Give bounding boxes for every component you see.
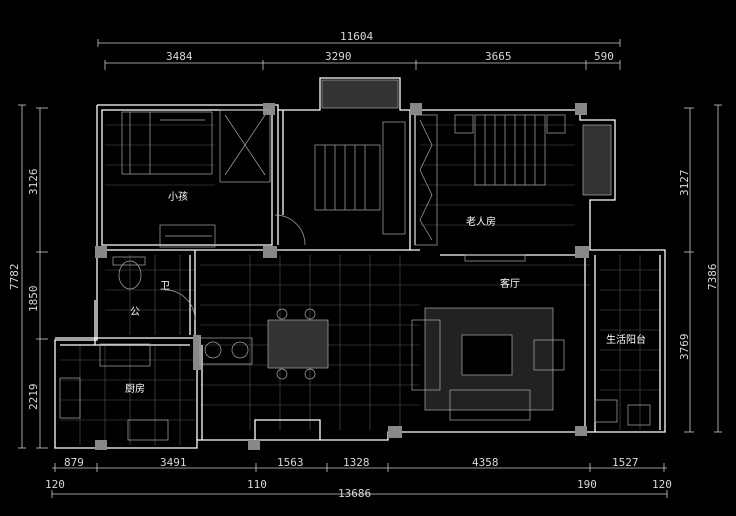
room-label-kitchen: 厨房 bbox=[125, 382, 145, 395]
furniture bbox=[59, 79, 651, 441]
dim-top: 3665 bbox=[485, 50, 512, 63]
dim-bottom: 3491 bbox=[160, 456, 187, 469]
columns bbox=[95, 103, 589, 450]
dim-bottom: 1328 bbox=[343, 456, 370, 469]
dim-left: 3126 bbox=[27, 169, 40, 196]
dim-left: 1850 bbox=[27, 286, 40, 313]
dim-wall: 120 bbox=[652, 478, 672, 491]
kitchen-counter bbox=[99, 343, 151, 367]
dim-bottom: 879 bbox=[64, 456, 84, 469]
dim-wall: 190 bbox=[577, 478, 597, 491]
dim-bottom: 4358 bbox=[472, 456, 499, 469]
toilet bbox=[118, 260, 142, 290]
dim-right: 3769 bbox=[678, 334, 691, 361]
dim-wall: 110 bbox=[247, 478, 267, 491]
dimension-lines bbox=[18, 39, 722, 498]
sofa-side bbox=[411, 319, 441, 391]
dimension-labels: 11604 3484 3290 3665 590 7782 3126 1850 … bbox=[8, 30, 719, 500]
stove bbox=[127, 419, 169, 441]
bed-elder bbox=[474, 114, 546, 186]
room-label-child: 小孩 bbox=[168, 190, 188, 203]
walls bbox=[54, 77, 666, 449]
kitchen-sink bbox=[59, 377, 81, 419]
wardrobe-elder bbox=[414, 114, 438, 246]
dim-top: 3290 bbox=[325, 50, 352, 63]
room-labels: 小孩 卫 公 厨房 老人房 客厅 生活阳台 bbox=[125, 190, 646, 395]
dim-left: 2219 bbox=[27, 384, 40, 411]
sink bbox=[199, 337, 253, 365]
dim-top-total: 11604 bbox=[340, 30, 373, 43]
armchair bbox=[533, 339, 565, 371]
dim-right: 3127 bbox=[678, 170, 691, 197]
bed-middle bbox=[314, 144, 381, 211]
dining-table bbox=[267, 319, 329, 369]
bed-child bbox=[121, 111, 213, 175]
dim-left-total: 7782 bbox=[8, 264, 21, 291]
room-label-bath: 卫 bbox=[160, 281, 170, 292]
wardrobe-child bbox=[219, 109, 271, 183]
room-label-elder: 老人房 bbox=[466, 215, 496, 228]
tv-cabinet bbox=[464, 254, 526, 262]
room-label-balcony: 生活阳台 bbox=[606, 333, 646, 346]
washing-machine bbox=[594, 399, 618, 423]
dim-right-total: 7386 bbox=[706, 264, 719, 291]
dim-bottom: 1527 bbox=[612, 456, 639, 469]
room-label-bath: 公 bbox=[130, 307, 140, 318]
dim-bottom: 1563 bbox=[277, 456, 304, 469]
bay-window-right bbox=[582, 124, 612, 196]
dim-wall: 120 bbox=[45, 478, 65, 491]
dim-top: 590 bbox=[594, 50, 614, 63]
room-label-living: 客厅 bbox=[500, 277, 520, 290]
bay-window-top bbox=[321, 79, 399, 109]
dim-bottom-total: 13686 bbox=[338, 487, 371, 500]
sofa bbox=[449, 389, 531, 421]
wardrobe-middle bbox=[382, 121, 406, 235]
dim-top: 3484 bbox=[166, 50, 193, 63]
closet-child bbox=[159, 224, 216, 248]
